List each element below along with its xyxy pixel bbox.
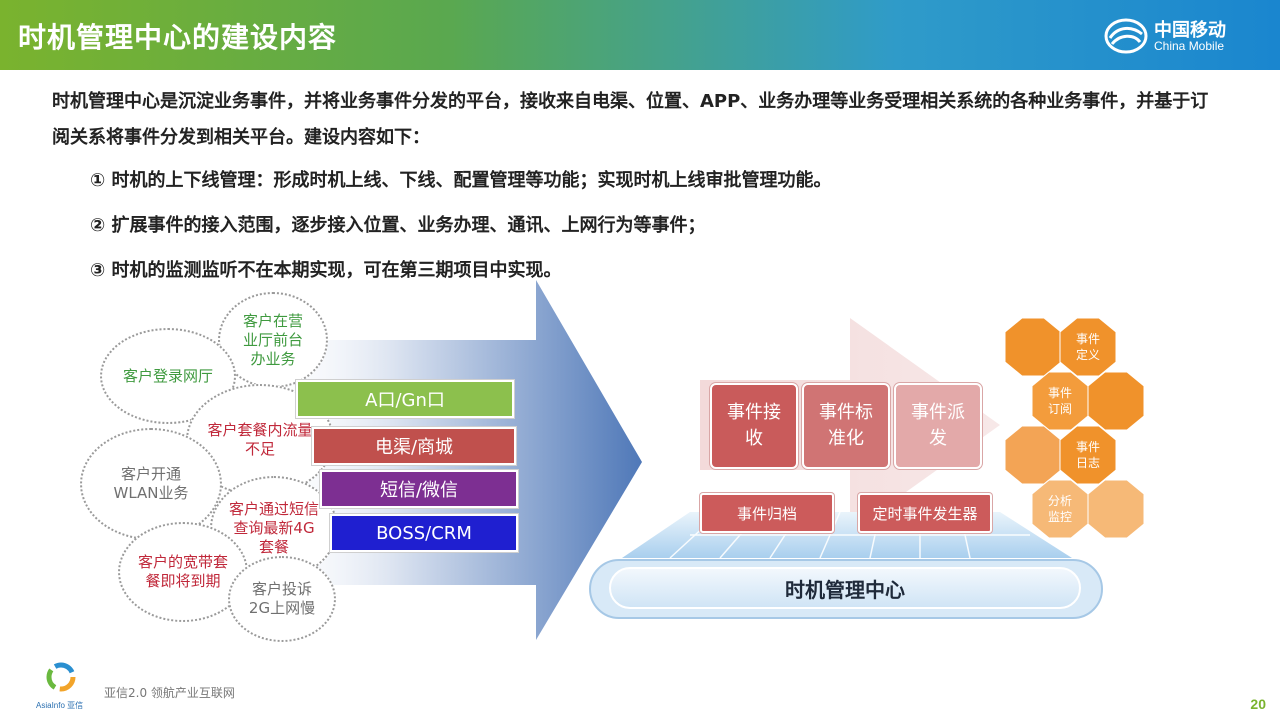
scenario-bubble: 客户投诉 2G上网慢 (228, 556, 336, 642)
footer-slogan: 亚信2.0 领航产业互联网 (104, 686, 235, 700)
brand-name-en: China Mobile (1154, 39, 1225, 53)
process-box-receive: 事件接 收 (710, 383, 798, 469)
hex-label-define: 事件 定义 (1075, 332, 1100, 362)
channel-bar-a-gn: A口/Gn口 (296, 380, 514, 418)
scenario-bubble: 客户的宽带套 餐即将到期 (118, 522, 248, 622)
intro-paragraph: 时机管理中心是沉淀业务事件，并将业务事件分发的平台，接收来自电渠、位置、APP、… (52, 91, 1209, 148)
timer-generator-box: 定时事件发生器 (858, 493, 992, 533)
page-title: 时机管理中心的建设内容 (18, 21, 338, 54)
asiainfo-logo-text: AsiaInfo 亚信 (36, 701, 84, 710)
hex-label-log: 事件 日志 (1075, 440, 1100, 470)
channel-bar-sms-wechat: 短信/微信 (320, 470, 518, 508)
asiainfo-logo-icon (46, 662, 76, 692)
scenario-bubble: 客户在营 业厅前台 办业务 (218, 292, 328, 388)
brand-name-cn: 中国移动 (1154, 20, 1226, 41)
content-list: ① 时机的上下线管理：形成时机上线、下线、配置管理等功能；实现时机上线审批管理功… (90, 166, 1190, 301)
scenario-bubble: 客户登录网厅 (100, 328, 236, 424)
process-box-dispatch: 事件派 发 (894, 383, 982, 469)
archive-box: 事件归档 (700, 493, 834, 533)
list-item: ① 时机的上下线管理：形成时机上线、下线、配置管理等功能；实现时机上线审批管理功… (90, 170, 832, 191)
hex-label-subscribe: 事件 订阅 (1047, 386, 1072, 416)
process-box-standardize: 事件标 准化 (802, 383, 890, 469)
channel-bar-boss-crm: BOSS/CRM (330, 514, 518, 552)
hex-label-monitor: 分析 监控 (1047, 494, 1072, 524)
list-item: ③ 时机的监测监听不在本期实现，可在第三期项目中实现。 (90, 260, 562, 281)
page-number: 20 (1250, 696, 1266, 712)
china-mobile-logo-icon (1104, 18, 1148, 54)
hexagon-cluster (1004, 317, 1145, 539)
header-bar: 时机管理中心的建设内容 中国移动 China Mobile (0, 0, 1280, 70)
list-item: ② 扩展事件的接入范围，逐步接入位置、业务办理、通讯、上网行为等事件； (90, 215, 706, 236)
china-mobile-logo: 中国移动 China Mobile (1104, 14, 1254, 58)
channel-bar-ecommerce: 电渠/商城 (312, 427, 516, 465)
platform-label: 时机管理中心 (785, 577, 905, 602)
